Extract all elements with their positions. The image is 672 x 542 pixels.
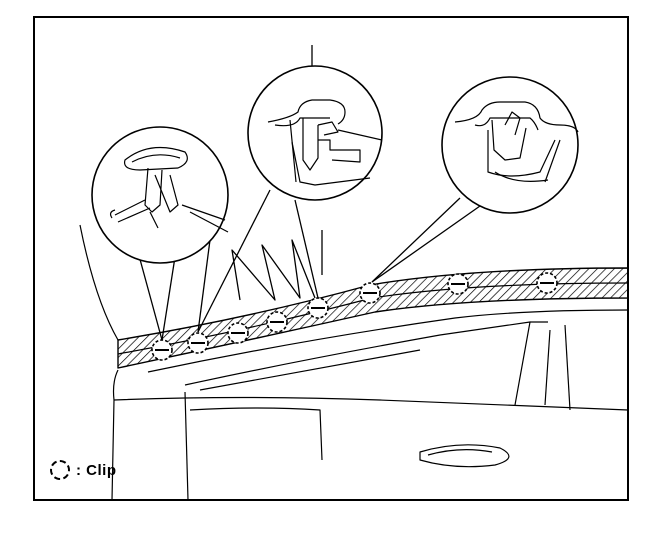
legend-label: : Clip bbox=[76, 461, 117, 479]
car-body-outline bbox=[79, 224, 628, 500]
legend: : Clip bbox=[50, 460, 117, 480]
clip-markers bbox=[151, 272, 558, 361]
side-window-outline bbox=[147, 309, 628, 411]
callout-clip-detail-left bbox=[91, 126, 229, 264]
callout-clip-detail-right bbox=[441, 76, 579, 214]
callout-clip-detail-middle bbox=[247, 65, 383, 201]
door-handle bbox=[419, 444, 510, 468]
dashed-circle-icon bbox=[50, 460, 70, 480]
